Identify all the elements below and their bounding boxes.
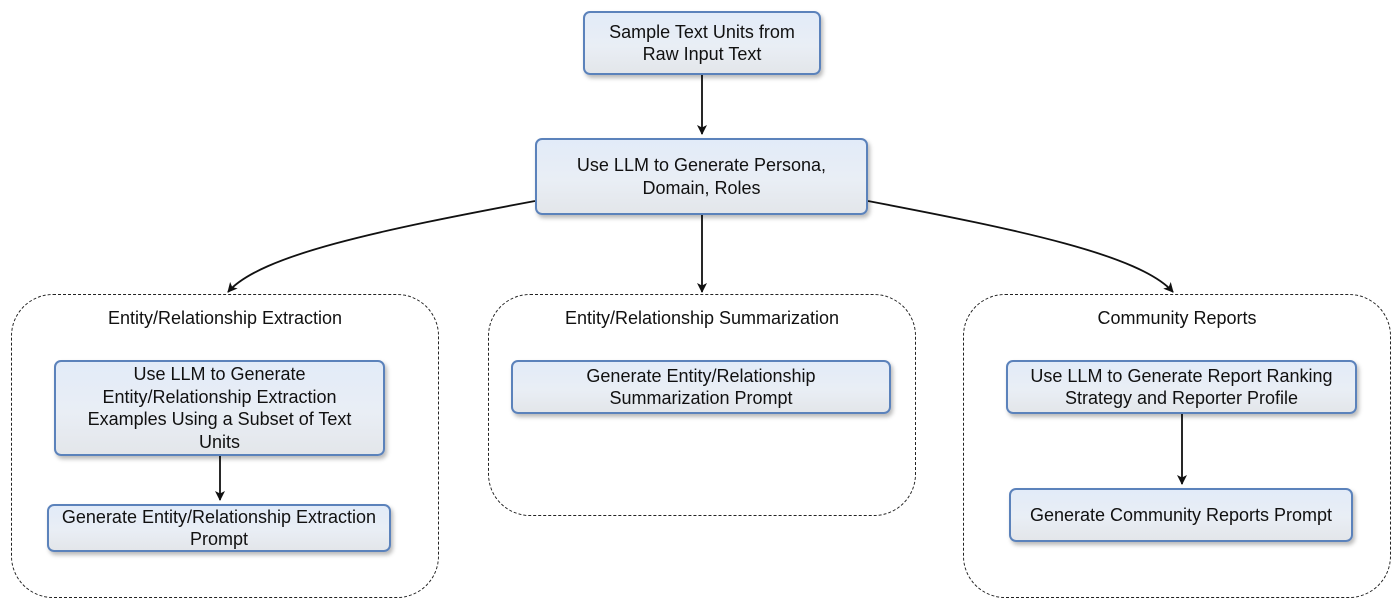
group-title-community: Community Reports xyxy=(1097,308,1257,328)
group-entity-relationship-summarization: Entity/Relationship Summarization xyxy=(488,294,916,516)
arrow-persona-to-extraction xyxy=(227,200,536,293)
node-generate-persona-label: Use LLM to Generate Persona, Domain, Rol… xyxy=(576,155,827,198)
node-community-reports-prompt-label: Generate Community Reports Prompt xyxy=(1029,504,1333,525)
node-report-ranking-strategy-label: Use LLM to Generate Report Ranking Strat… xyxy=(1030,365,1333,409)
group-community-reports: Community Reports xyxy=(963,294,1391,598)
node-report-ranking-strategy: Use LLM to Generate Report Ranking Strat… xyxy=(1006,360,1357,414)
node-extraction-prompt-label: Generate Entity/Relationship Extraction … xyxy=(61,506,377,550)
group-title-extraction: Entity/Relationship Extraction xyxy=(107,308,343,328)
node-summarization-prompt-label: Generate Entity/Relationship Summarizati… xyxy=(586,365,816,409)
node-summarization-prompt: Generate Entity/Relationship Summarizati… xyxy=(511,360,891,414)
node-sample-text-units: Sample Text Units from Raw Input Text xyxy=(583,11,821,75)
node-sample-text-units-label: Sample Text Units from Raw Input Text xyxy=(609,21,795,65)
node-generate-extraction-examples-label: Use LLM to Generate Entity/Relationship … xyxy=(87,364,352,452)
group-entity-relationship-extraction: Entity/Relationship Extraction xyxy=(11,294,439,598)
arrow-persona-to-community xyxy=(867,200,1174,293)
group-title-summarization: Entity/Relationship Summarization xyxy=(564,308,840,328)
node-community-reports-prompt: Generate Community Reports Prompt xyxy=(1009,488,1353,542)
node-generate-persona: Use LLM to Generate Persona, Domain, Rol… xyxy=(535,138,868,215)
node-generate-extraction-examples: Use LLM to Generate Entity/Relationship … xyxy=(54,360,385,456)
node-extraction-prompt: Generate Entity/Relationship Extraction … xyxy=(47,504,391,552)
